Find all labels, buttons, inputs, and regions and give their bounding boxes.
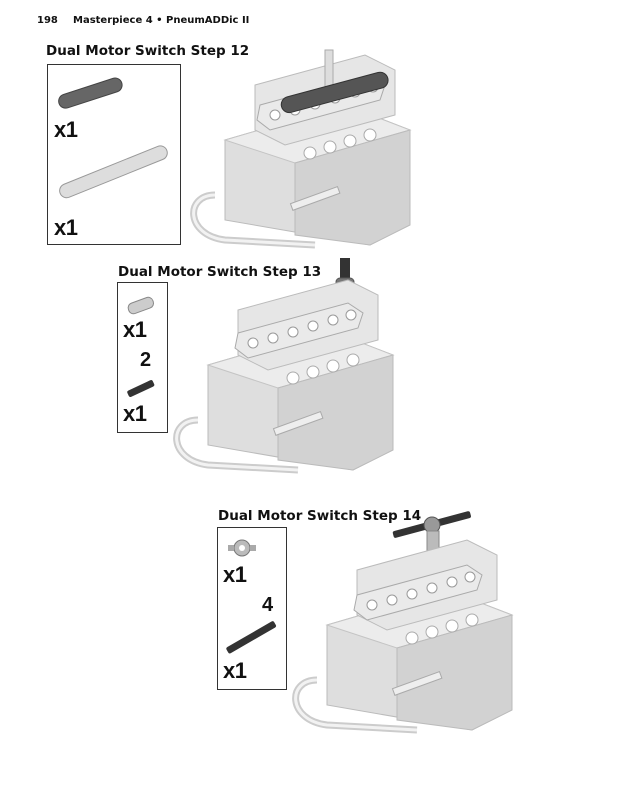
- running-title: Masterpiece 4 • PneumADDic II: [73, 15, 250, 26]
- axle-length-callout: 4: [262, 594, 274, 616]
- part-qty: x1: [223, 562, 247, 587]
- part-qty: x1: [54, 117, 78, 142]
- part-qty: x1: [123, 317, 147, 342]
- page-number: 198: [37, 15, 58, 26]
- connector-part-icon: [228, 539, 256, 557]
- step-12-model-illustration: [195, 49, 425, 245]
- axle-part-icon: [226, 621, 277, 654]
- axle-length-callout: 2: [140, 349, 152, 371]
- part-qty: x1: [123, 401, 147, 426]
- step-14-title: Dual Motor Switch Step 14: [218, 508, 422, 524]
- step-13-parts-box: x1 2 x1: [117, 282, 168, 433]
- step-12-parts-box: x1 x1: [47, 64, 181, 245]
- light-beam-part-icon: [59, 145, 168, 199]
- part-qty: x1: [54, 215, 78, 240]
- part-qty: x1: [223, 658, 247, 683]
- step-13-model-illustration: [178, 258, 418, 458]
- step-13-title: Dual Motor Switch Step 13: [118, 264, 322, 280]
- dark-beam-part-icon: [58, 77, 123, 109]
- axle-part-icon: [127, 380, 155, 397]
- step-14-parts-box: x1 4 x1: [217, 527, 287, 690]
- step-14-model-illustration: [292, 511, 537, 705]
- step-12-title: Dual Motor Switch Step 12: [46, 43, 250, 59]
- bush-part-icon: [127, 296, 155, 315]
